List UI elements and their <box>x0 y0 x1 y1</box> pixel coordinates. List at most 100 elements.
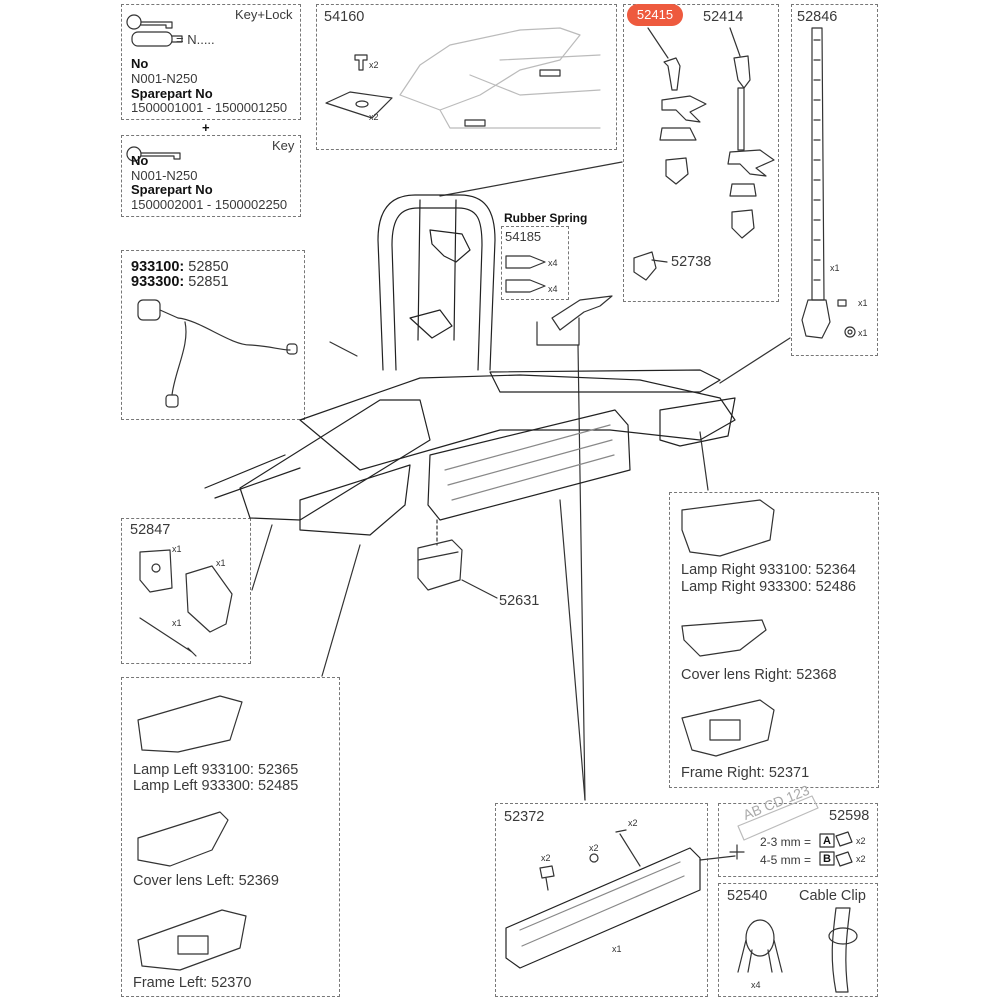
sparepart-label: Sparepart No <box>131 86 213 101</box>
cover-lens-left: Cover lens Left: 52369 <box>133 873 279 889</box>
rubber-pad-52738-icon <box>633 251 657 281</box>
leader-line <box>461 579 498 599</box>
qty-label: x2 <box>369 60 379 70</box>
part-52415-52414-box <box>623 4 779 302</box>
key-box <box>121 135 301 217</box>
license-plate-holder-icon <box>505 847 701 969</box>
sparepart-range: 1500001001 - 1500001250 <box>131 100 288 115</box>
cable-model-2: 933300: <box>131 274 185 290</box>
faded-clamp-background <box>399 27 601 129</box>
cable-part-2: 52851 <box>188 274 229 290</box>
code-b-box <box>819 851 835 866</box>
cable-line-1: 933100: 52850 <box>131 258 229 276</box>
part-number-54185: 54185 <box>505 229 542 244</box>
rubber-spring-icon <box>505 255 546 293</box>
left-lamp-box <box>121 677 340 997</box>
part-number-52847: 52847 <box>130 522 171 538</box>
part-number-52372: 52372 <box>504 809 545 825</box>
leader-line <box>559 499 586 801</box>
code-a-box <box>819 833 835 848</box>
lock-bracket-icon <box>139 549 173 593</box>
lock-cylinder-icon <box>131 31 183 47</box>
rubber-spring-box <box>501 226 569 300</box>
qty-label: x1 <box>612 944 622 954</box>
no-range: N001-N250 <box>131 71 198 86</box>
key-icon <box>126 14 173 30</box>
cable-model-1: 933100: <box>131 259 185 275</box>
pin-icon <box>139 617 197 657</box>
clamp-arm-52415-icon <box>659 57 707 185</box>
qty-label: x1 <box>216 558 226 568</box>
depth-arrow-icon <box>729 844 745 860</box>
shim-code-b: B <box>823 853 831 865</box>
leader-line <box>577 344 586 801</box>
leader-line <box>439 161 623 197</box>
cover-lens-right-icon <box>681 619 767 657</box>
rubber-spring-title: Rubber Spring <box>504 211 588 225</box>
lamp-right-933300: Lamp Right 933300: 52486 <box>681 579 856 595</box>
lamp-right-icon <box>681 499 775 557</box>
cable-clip-icon <box>828 907 858 993</box>
cover-lens-left-icon <box>137 811 229 867</box>
leader-line <box>321 544 361 677</box>
part-54160-box <box>316 4 617 150</box>
long-screw-icon <box>615 829 641 867</box>
qty-label: x1 <box>172 544 182 554</box>
part-number-52846: 52846 <box>797 9 838 25</box>
qty-label: x2 <box>856 854 866 864</box>
cable-part-1: 52850 <box>188 259 229 275</box>
highlighted-part-52415[interactable]: 52415 <box>627 4 683 26</box>
part-number-52540: 52540 <box>727 888 768 904</box>
frame-left-icon <box>137 909 247 971</box>
part-number-52598: 52598 <box>829 808 870 824</box>
key-icon <box>126 146 181 162</box>
frame-right-icon <box>681 699 775 757</box>
part-52846-box <box>791 4 878 356</box>
cable-line-2: 933300: 52851 <box>131 273 229 291</box>
qty-label: x1 <box>830 263 840 273</box>
key-lock-title: Key+Lock <box>235 7 293 22</box>
screw-icon <box>837 299 847 307</box>
no-label: No <box>131 56 149 71</box>
qty-label: x2 <box>589 843 599 853</box>
wheel-holder-clamp-icon <box>551 295 613 331</box>
no-range: N001-N250 <box>131 168 198 183</box>
qty-label: x1 <box>172 618 182 628</box>
part-52847-box <box>121 518 251 664</box>
qty-label: x2 <box>628 818 638 828</box>
plate-icon <box>325 91 393 119</box>
cable-clip-52540-icon <box>737 919 783 973</box>
qty-label: x4 <box>548 284 558 294</box>
bolt-icon <box>539 865 555 891</box>
spring-clip-icon <box>464 69 561 127</box>
leader-line <box>251 524 273 591</box>
qty-label: x4 <box>548 258 558 268</box>
key-title: Key <box>272 138 295 153</box>
part-52540-box <box>718 883 878 997</box>
sparepart-label: Sparepart No <box>131 182 213 197</box>
part-number-52738: 52738 <box>671 254 712 270</box>
shim-row-1: 2-3 mm = <box>760 835 812 849</box>
shim-a-icon <box>835 831 853 847</box>
leader-line <box>647 27 669 59</box>
license-plate-icon <box>737 795 819 841</box>
cable-harness-icon <box>137 299 298 408</box>
strap-icon <box>801 27 831 339</box>
part-52631-icon <box>417 539 463 591</box>
clamp-arm-52414-icon <box>727 55 775 239</box>
part-52598-box <box>718 803 878 877</box>
part-number-54160: 54160 <box>324 9 365 25</box>
part-number-52631: 52631 <box>499 593 540 609</box>
qty-label: x2 <box>856 836 866 846</box>
lamp-left-icon <box>137 695 243 753</box>
frame-left: Frame Left: 52370 <box>133 975 252 991</box>
washer-icon <box>844 326 856 338</box>
part-number-52414: 52414 <box>703 9 744 25</box>
right-lamp-box <box>669 492 879 788</box>
leader-line <box>329 341 358 357</box>
leader-line <box>699 855 736 861</box>
cable-box <box>121 250 305 420</box>
frame-right: Frame Right: 52371 <box>681 765 810 781</box>
